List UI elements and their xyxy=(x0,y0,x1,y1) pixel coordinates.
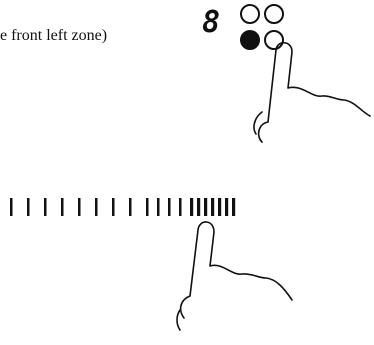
slider-segment[interactable] xyxy=(225,198,228,216)
slider-segment[interactable] xyxy=(190,198,193,216)
zone-indicator-front-right[interactable] xyxy=(265,31,283,49)
hand-pointing-icon xyxy=(177,222,292,330)
slider-segment[interactable] xyxy=(61,198,64,216)
slider-segment[interactable] xyxy=(179,198,182,216)
slider-segment[interactable] xyxy=(232,198,235,216)
slider-segment[interactable] xyxy=(10,198,13,216)
slider-segment[interactable] xyxy=(211,198,214,216)
slider-segment[interactable] xyxy=(95,198,98,216)
slider-segment[interactable] xyxy=(168,198,171,216)
hand-pointing-icon xyxy=(254,43,370,142)
zone-indicator-front-left[interactable] xyxy=(241,31,259,49)
slider-segment[interactable] xyxy=(197,198,200,216)
slider-segment[interactable] xyxy=(129,198,132,216)
slider-segment[interactable] xyxy=(204,198,207,216)
zone-indicator-rear-left[interactable] xyxy=(241,5,259,23)
slider-segment[interactable] xyxy=(44,198,47,216)
zone-indicator-group xyxy=(241,5,283,49)
power-slider[interactable] xyxy=(10,198,235,216)
slider-segment[interactable] xyxy=(27,198,30,216)
slider-segment[interactable] xyxy=(78,198,81,216)
slider-segment[interactable] xyxy=(112,198,115,216)
zone-indicator-rear-right[interactable] xyxy=(265,5,283,23)
slider-segment[interactable] xyxy=(218,198,221,216)
slider-segment[interactable] xyxy=(157,198,160,216)
slider-segment[interactable] xyxy=(146,198,149,216)
